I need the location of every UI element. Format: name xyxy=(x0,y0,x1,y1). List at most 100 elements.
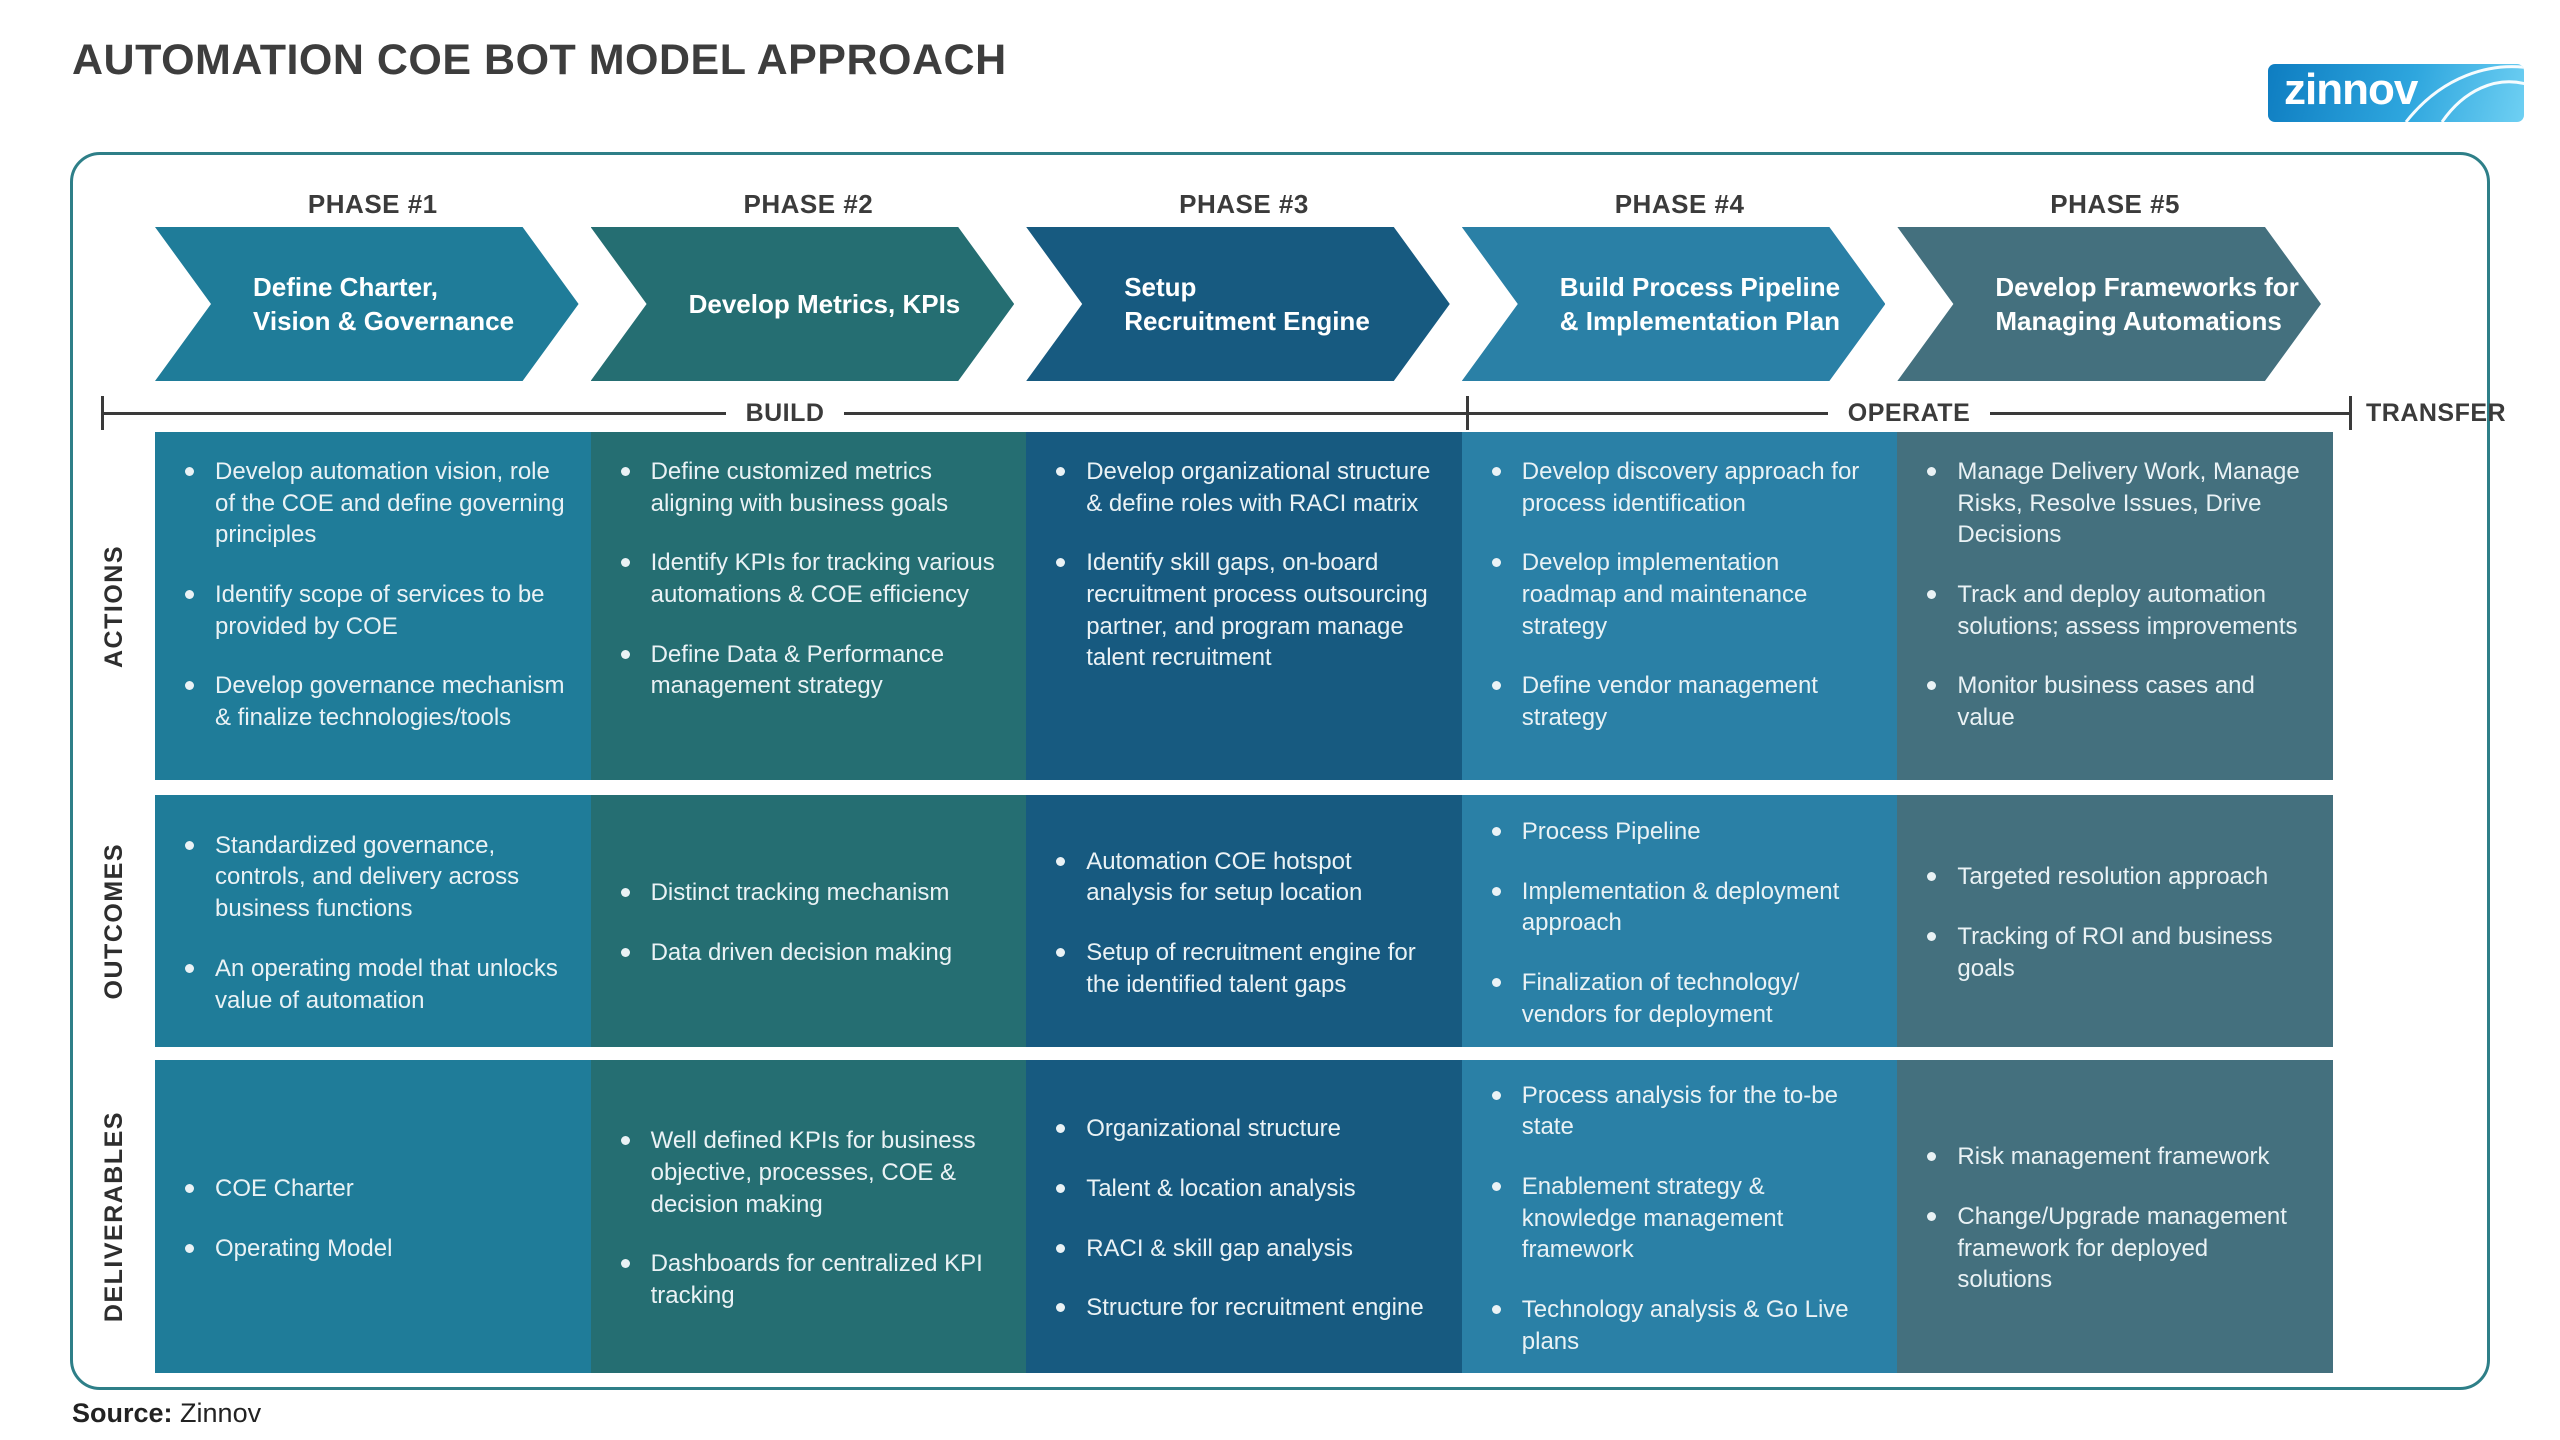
bullet-item: Automation COE hotspot analysis for setu… xyxy=(1050,846,1436,909)
phase-1-arrow-slot: Define Charter, Vision & Governance xyxy=(155,227,591,381)
bullet-item: Distinct tracking mechanism xyxy=(615,877,1001,909)
phase-1-arrow: Define Charter, Vision & Governance xyxy=(155,227,579,381)
bullet-item: Identify KPIs for tracking various autom… xyxy=(615,547,1001,610)
deliverables-row: DELIVERABLES COE Charter Operating Model… xyxy=(73,1060,2333,1373)
deliverables-cells: COE Charter Operating Model Well defined… xyxy=(155,1060,2333,1373)
phase-2-arrow: Develop Metrics, KPIs xyxy=(591,227,1015,381)
bullet-item: Process Pipeline xyxy=(1486,816,1872,848)
timeline: BUILD OPERATE TRANSFER xyxy=(101,396,2506,430)
phase-4-arrow-slot: Build Process Pipeline & Implementation … xyxy=(1462,227,1898,381)
actions-cell-phase-2: Define customized metrics aligning with … xyxy=(590,432,1027,780)
bullet-item: Monitor business cases and value xyxy=(1921,670,2307,733)
outcomes-cell-phase-2: Distinct tracking mechanism Data driven … xyxy=(590,795,1027,1047)
phase-5-header: PHASE #5 xyxy=(2050,189,2181,219)
logo-swoosh-icon xyxy=(2404,65,2524,122)
outcomes-cell-phase-5: Targeted resolution approach Tracking of… xyxy=(1897,795,2333,1047)
timeline-segment-operate: OPERATE xyxy=(1469,396,2349,430)
zinnov-logo-text: zinnov xyxy=(2284,65,2418,114)
bullet-item: Identify scope of services to be provide… xyxy=(179,579,565,642)
actions-cell-phase-1: Develop automation vision, role of the C… xyxy=(155,432,591,780)
bullet-item: Identify skill gaps, on-board recruitmen… xyxy=(1050,547,1436,674)
outcomes-cells: Standardized governance, controls, and d… xyxy=(155,795,2333,1047)
actions-row: ACTIONS Develop automation vision, role … xyxy=(73,432,2333,780)
outcomes-row-label: OUTCOMES xyxy=(99,842,128,1000)
phase-4-header: PHASE #4 xyxy=(1614,189,1745,219)
bullet-item: Define customized metrics aligning with … xyxy=(615,456,1001,519)
source-line: Source: Zinnov xyxy=(72,1398,261,1429)
zinnov-logo: zinnov xyxy=(2268,64,2524,122)
source-value: Zinnov xyxy=(180,1398,262,1428)
bullet-item: Enablement strategy & knowledge manageme… xyxy=(1486,1171,1872,1266)
outcomes-row: OUTCOMES Standardized governance, contro… xyxy=(73,795,2333,1047)
build-label: BUILD xyxy=(745,398,825,427)
deliverables-cell-phase-3: Organizational structure Talent & locati… xyxy=(1026,1060,1462,1373)
bullet-item: Structure for recruitment engine xyxy=(1050,1292,1436,1324)
source-label: Source: xyxy=(72,1398,173,1428)
outcomes-cell-phase-4: Process Pipeline Implementation & deploy… xyxy=(1461,795,1898,1047)
timeline-tick xyxy=(2349,396,2352,430)
deliverables-cell-phase-2: Well defined KPIs for business objective… xyxy=(590,1060,1027,1373)
bullet-item: Well defined KPIs for business objective… xyxy=(615,1125,1001,1220)
bullet-item: Finalization of technology/ vendors for … xyxy=(1486,967,1872,1030)
phase-4-arrow-label: Build Process Pipeline & Implementation … xyxy=(1559,271,1841,336)
bullet-item: Develop discovery approach for process i… xyxy=(1486,456,1872,519)
bullet-item: Operating Model xyxy=(179,1233,565,1265)
bullet-item: Define Data & Performance management str… xyxy=(615,639,1001,702)
timeline-tick xyxy=(101,396,104,430)
bullet-item: Track and deploy automation solutions; a… xyxy=(1921,579,2307,642)
phase-3-arrow-slot: Setup Recruitment Engine xyxy=(1026,227,1462,381)
phase-1-header: PHASE #1 xyxy=(307,189,438,219)
page-title: AUTOMATION COE BOT MODEL APPROACH xyxy=(72,36,1007,84)
deliverables-cell-phase-1: COE Charter Operating Model xyxy=(155,1060,591,1373)
bullet-item: Develop organizational structure & defin… xyxy=(1050,456,1436,519)
bullet-item: Technology analysis & Go Live plans xyxy=(1486,1294,1872,1357)
phase-1-arrow-label: Define Charter, Vision & Governance xyxy=(253,271,515,336)
phase-5-arrow-label: Develop Frameworks for Managing Automati… xyxy=(1995,271,2299,336)
diagram-frame: PHASE #1 PHASE #2 PHASE #3 PHASE #4 PHAS… xyxy=(70,152,2506,1390)
deliverables-row-label: DELIVERABLES xyxy=(99,1110,128,1323)
actions-cells: Develop automation vision, role of the C… xyxy=(155,432,2333,780)
bullet-item: Develop governance mechanism & finalize … xyxy=(179,670,565,733)
bullet-item: Risk management framework xyxy=(1921,1141,2307,1173)
actions-cell-phase-4: Develop discovery approach for process i… xyxy=(1461,432,1898,780)
bullet-item: Develop implementation roadmap and maint… xyxy=(1486,547,1872,642)
phase-3-arrow: Setup Recruitment Engine xyxy=(1026,227,1450,381)
phase-4-arrow: Build Process Pipeline & Implementation … xyxy=(1462,227,1886,381)
outcomes-cell-phase-1: Standardized governance, controls, and d… xyxy=(155,795,591,1047)
deliverables-cell-phase-5: Risk management framework Change/Upgrade… xyxy=(1897,1060,2333,1373)
actions-cell-phase-3: Develop organizational structure & defin… xyxy=(1026,432,1462,780)
phase-5-arrow-slot: Develop Frameworks for Managing Automati… xyxy=(1897,227,2333,381)
bullet-item: Process analysis for the to-be state xyxy=(1486,1080,1872,1143)
phase-3-arrow-label: Setup Recruitment Engine xyxy=(1124,271,1370,336)
operate-label: OPERATE xyxy=(1847,398,1971,427)
timeline-tick xyxy=(1466,396,1469,430)
bullet-item: Standardized governance, controls, and d… xyxy=(179,830,565,925)
phase-3-header: PHASE #3 xyxy=(1179,189,1309,219)
bullet-item: Define vendor management strategy xyxy=(1486,670,1872,733)
bullet-item: Develop automation vision, role of the C… xyxy=(179,456,565,551)
bullet-item: Manage Delivery Work, Manage Risks, Reso… xyxy=(1921,456,2307,551)
phase-2-arrow-label: Develop Metrics, KPIs xyxy=(688,288,961,319)
bullet-item: Targeted resolution approach xyxy=(1921,861,2307,893)
transfer-label: TRANSFER xyxy=(2366,398,2507,427)
bullet-item: Implementation & deployment approach xyxy=(1486,876,1872,939)
bullet-item: An operating model that unlocks value of… xyxy=(179,953,565,1016)
outcomes-cell-phase-3: Automation COE hotspot analysis for setu… xyxy=(1026,795,1462,1047)
phase-arrow-row: Define Charter, Vision & Governance Deve… xyxy=(155,227,2333,381)
actions-cell-phase-5: Manage Delivery Work, Manage Risks, Reso… xyxy=(1897,432,2333,780)
actions-row-label: ACTIONS xyxy=(99,544,128,668)
bullet-item: Setup of recruitment engine for the iden… xyxy=(1050,937,1436,1000)
bullet-item: Tracking of ROI and business goals xyxy=(1921,921,2307,984)
bullet-item: Organizational structure xyxy=(1050,1113,1436,1145)
phase-2-header: PHASE #2 xyxy=(743,189,874,219)
bullet-item: COE Charter xyxy=(179,1173,565,1205)
timeline-segment-build: BUILD xyxy=(104,396,1466,430)
phase-header-row: PHASE #1 PHASE #2 PHASE #3 PHASE #4 PHAS… xyxy=(155,189,2333,220)
phase-2-arrow-slot: Develop Metrics, KPIs xyxy=(591,227,1027,381)
bullet-item: Data driven decision making xyxy=(615,937,1001,969)
phase-5-arrow: Develop Frameworks for Managing Automati… xyxy=(1897,227,2321,381)
bullet-item: Talent & location analysis xyxy=(1050,1173,1436,1205)
bullet-item: RACI & skill gap analysis xyxy=(1050,1233,1436,1265)
bullet-item: Change/Upgrade management framework for … xyxy=(1921,1201,2307,1296)
bullet-item: Dashboards for centralized KPI tracking xyxy=(615,1248,1001,1311)
